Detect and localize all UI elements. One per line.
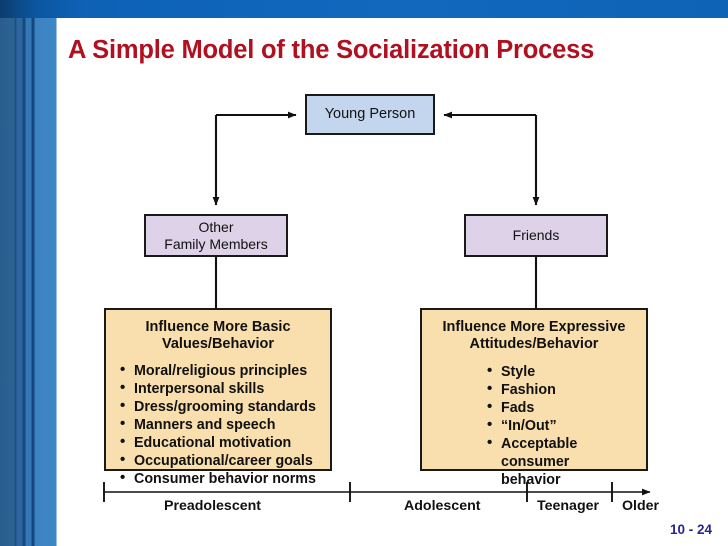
node-other-family-members[interactable]: Other Family Members bbox=[144, 214, 288, 257]
list-item: Manners and speech bbox=[120, 415, 330, 434]
list-item: Fads bbox=[487, 398, 646, 417]
list-item: Interpersonal skills bbox=[120, 379, 330, 398]
node-young-person-label: Young Person bbox=[324, 106, 416, 123]
top-accent-bar bbox=[0, 0, 728, 18]
timeline-label-older: Older bbox=[622, 498, 660, 514]
list-item: Occupational/career goals bbox=[120, 451, 330, 470]
list-item: Educational motivation bbox=[120, 433, 330, 452]
panel-basic-values-heading-line2: Values/Behavior bbox=[161, 336, 275, 353]
page-number: 10 - 24 bbox=[669, 522, 712, 537]
list-item: “In/Out” bbox=[487, 416, 646, 435]
panel-basic-values[interactable]: Influence More Basic Values/Behavior Mor… bbox=[104, 308, 332, 488]
timeline-label-teenager: Teenager bbox=[537, 498, 600, 514]
list-item: Consumer behavior norms bbox=[120, 469, 330, 488]
panel-expressive-heading-line1: Influence More Expressive bbox=[442, 319, 626, 335]
list-item: Style bbox=[487, 362, 646, 381]
list-item: Acceptable consumer behavior bbox=[487, 434, 646, 489]
panel-expressive-attitudes-heading: Influence More Expressive Attitudes/Beha… bbox=[422, 310, 646, 354]
left-decorative-band bbox=[0, 0, 88, 546]
timeline-label-adolescent: Adolescent bbox=[404, 498, 481, 514]
list-item: Dress/grooming standards bbox=[120, 397, 330, 416]
node-friends[interactable]: Friends bbox=[464, 214, 608, 257]
top-left-accent-corner bbox=[0, 0, 88, 18]
panel-expressive-heading-line2: Attitudes/Behavior bbox=[469, 336, 599, 353]
panel-expressive-attitudes[interactable]: Influence More Expressive Attitudes/Beha… bbox=[420, 308, 648, 488]
panel-basic-values-list: Moral/religious principles Interpersonal… bbox=[106, 361, 330, 488]
panel-expressive-attitudes-list: Style Fashion Fads “In/Out” Acceptable c… bbox=[422, 362, 646, 489]
page-title: A Simple Model of the Socialization Proc… bbox=[68, 36, 595, 64]
node-family-label-line2: Family Members bbox=[164, 235, 268, 252]
node-friends-label: Friends bbox=[512, 227, 560, 244]
panel-basic-values-heading: Influence More Basic Values/Behavior bbox=[106, 310, 330, 354]
panel-basic-values-heading-line1: Influence More Basic bbox=[145, 319, 291, 335]
node-young-person[interactable]: Young Person bbox=[305, 94, 435, 135]
timeline-label-preadolescent: Preadolescent bbox=[164, 498, 261, 514]
list-item: Moral/religious principles bbox=[120, 361, 330, 380]
list-item: Fashion bbox=[487, 380, 646, 399]
node-family-label-line1: Other bbox=[198, 218, 234, 235]
